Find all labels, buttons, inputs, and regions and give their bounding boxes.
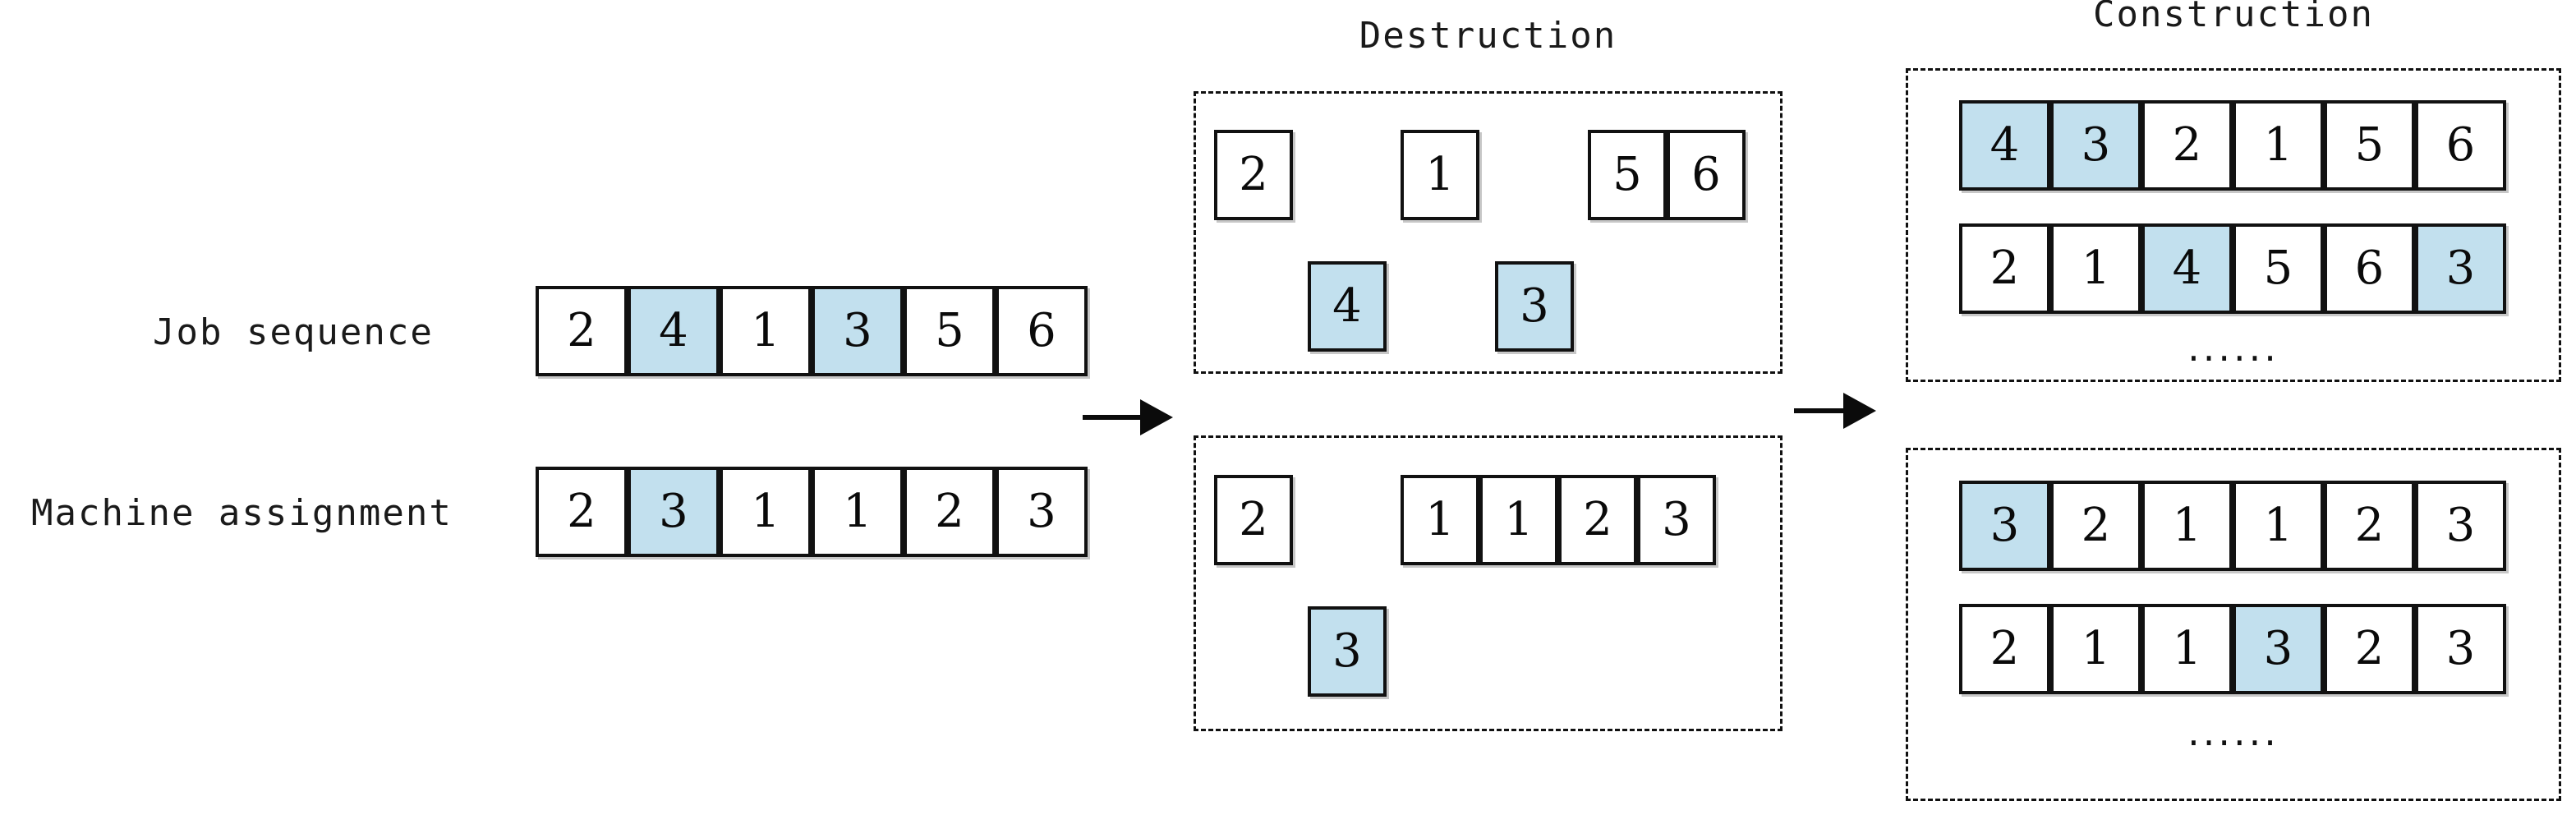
construction-job-cell: 3 (2415, 223, 2506, 314)
construction-machine-cell: 3 (1959, 481, 2050, 571)
construction-machine-cell: 1 (2141, 481, 2233, 571)
construction-machine-cell: 3 (2233, 604, 2324, 694)
arrow-to-destruction-icon (1083, 399, 1173, 435)
construction-machine-cell: 1 (2050, 604, 2141, 694)
construction-machine-ellipsis: ...... (2187, 710, 2279, 754)
destruction-job-partial-cell: 2 (1214, 130, 1293, 220)
destruction-machine-partial-cell: 2 (1214, 475, 1293, 565)
destruction-job-sequence-panel (1194, 91, 1782, 374)
construction-machine-cell: 1 (2141, 604, 2233, 694)
construction-job-cell: 2 (2141, 100, 2233, 191)
construction-job-cell: 4 (2141, 223, 2233, 314)
construction-job-cell: 3 (2050, 100, 2141, 191)
construction-machine-cell: 2 (2324, 481, 2415, 571)
destruction-machine-partial-cell: 1 (1401, 475, 1479, 565)
job-seq-cell: 2 (536, 286, 628, 376)
construction-machine-cell: 3 (2415, 481, 2506, 571)
destruction-job-partial-cell: 6 (1667, 130, 1746, 220)
construction-job-cell: 6 (2324, 223, 2415, 314)
machine-assign-cell: 1 (812, 467, 904, 557)
construction-machine-cell: 2 (2050, 481, 2141, 571)
destruction-job-removed-cell: 3 (1495, 261, 1574, 352)
job-seq-cell: 6 (996, 286, 1088, 376)
destruction-machine-partial-cell: 2 (1558, 475, 1637, 565)
construction-machine-cell: 3 (2415, 604, 2506, 694)
construction-machine-cell: 2 (2324, 604, 2415, 694)
construction-job-sequence-panel (1906, 68, 2561, 382)
job-seq-cell: 3 (812, 286, 904, 376)
destruction-title: Destruction (1359, 15, 1617, 57)
destruction-job-partial-cell: 1 (1401, 130, 1479, 220)
machine-assignment-label: Machine assignment (31, 492, 453, 534)
job-seq-cell: 4 (628, 286, 720, 376)
job-sequence-label: Job sequence (153, 311, 434, 353)
machine-assign-cell: 3 (996, 467, 1088, 557)
construction-job-cell: 6 (2415, 100, 2506, 191)
job-seq-cell: 5 (904, 286, 996, 376)
construction-job-ellipsis: ...... (2187, 325, 2279, 370)
destruction-job-removed-cell: 4 (1308, 261, 1387, 352)
construction-machine-cell: 1 (2233, 481, 2324, 571)
construction-job-cell: 1 (2050, 223, 2141, 314)
destruction-machine-partial-cell: 3 (1637, 475, 1716, 565)
construction-job-cell: 1 (2233, 100, 2324, 191)
job-seq-cell: 1 (720, 286, 812, 376)
machine-assign-cell: 1 (720, 467, 812, 557)
construction-machine-cell: 2 (1959, 604, 2050, 694)
destruction-machine-partial-cell: 1 (1479, 475, 1558, 565)
construction-job-cell: 2 (1959, 223, 2050, 314)
construction-job-cell: 5 (2324, 100, 2415, 191)
destruction-machine-removed-cell: 3 (1308, 606, 1387, 697)
destruction-machine-assignment-panel (1194, 435, 1782, 731)
construction-job-cell: 4 (1959, 100, 2050, 191)
arrow-to-construction-icon (1794, 393, 1876, 429)
machine-assign-cell: 2 (536, 467, 628, 557)
machine-assign-cell: 2 (904, 467, 996, 557)
construction-machine-assignment-panel (1906, 448, 2561, 801)
destruction-job-partial-cell: 5 (1588, 130, 1667, 220)
construction-job-cell: 5 (2233, 223, 2324, 314)
construction-title: Construction (2093, 0, 2374, 35)
machine-assign-cell: 3 (628, 467, 720, 557)
